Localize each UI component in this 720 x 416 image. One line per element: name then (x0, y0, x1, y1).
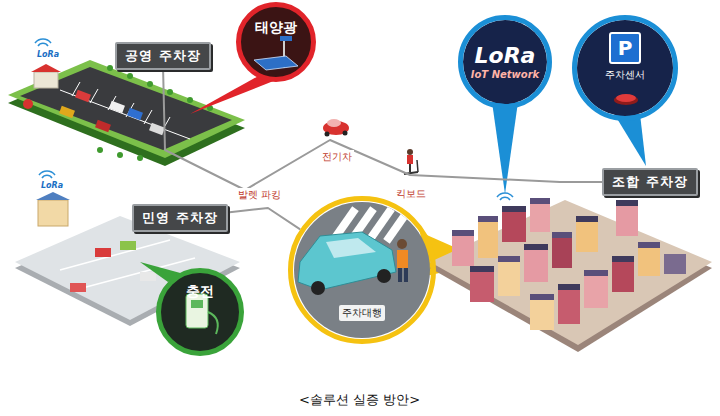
callout-fill (577, 20, 673, 116)
lot-grass (8, 60, 245, 158)
solar-panel (254, 36, 298, 70)
sign-board: 공영 주차장 (115, 42, 211, 70)
edge-label: 발렛 파킹 (236, 188, 283, 202)
callout-circle: LoRaIoT Network (458, 15, 552, 109)
mobility-label: 킥보드 (394, 187, 428, 201)
node-text: 공영 주차장 (125, 47, 201, 65)
sign-board: 민영 주차장 (132, 204, 228, 232)
callout-fill (463, 20, 547, 104)
network-tag: LoRa (40, 181, 64, 190)
node-text: 조합 주차장 (612, 173, 688, 191)
node-text: 태양광 (255, 19, 297, 37)
edge-label: 전기차 (320, 150, 354, 164)
parked-cars (70, 241, 156, 292)
wifi-icon (35, 39, 51, 46)
node-text: 충전 (186, 283, 214, 301)
city-ground (430, 200, 712, 345)
city-buildings (452, 198, 686, 330)
lot-rim (8, 68, 245, 166)
connector-line (163, 70, 602, 190)
callout-circle: 충전 (156, 268, 244, 356)
charger (186, 294, 218, 334)
node-text: IoT Network (471, 69, 540, 80)
kickboard-rider (404, 149, 418, 174)
callout-circle: 태양광 (236, 2, 316, 82)
parking-sensor (614, 94, 638, 105)
callout-circle: 주차대행 (288, 196, 436, 344)
node-text: 주차대행 (339, 305, 385, 321)
wifi-icon (39, 171, 55, 178)
caption: <솔루션 실증 방안> (299, 391, 420, 409)
parking-lines (60, 82, 190, 139)
callout-circle: P 주차센서 (572, 15, 678, 121)
callout-fill (160, 272, 240, 352)
node-text: LoRa (475, 45, 536, 67)
parked-cars (59, 90, 165, 135)
trees (97, 65, 213, 161)
callout-fill (240, 6, 312, 78)
node-text: 주차센서 (605, 68, 645, 82)
valet-scene (290, 198, 434, 342)
electric-car (323, 119, 349, 137)
booth (23, 64, 61, 109)
node-text: P (609, 32, 641, 64)
node-text: 민영 주차장 (142, 209, 218, 227)
sign-board: 조합 주차장 (602, 168, 698, 196)
building (36, 192, 70, 226)
network-tag: LoRa (36, 50, 60, 59)
connector-line (228, 208, 301, 229)
wifi-icon (497, 193, 513, 200)
